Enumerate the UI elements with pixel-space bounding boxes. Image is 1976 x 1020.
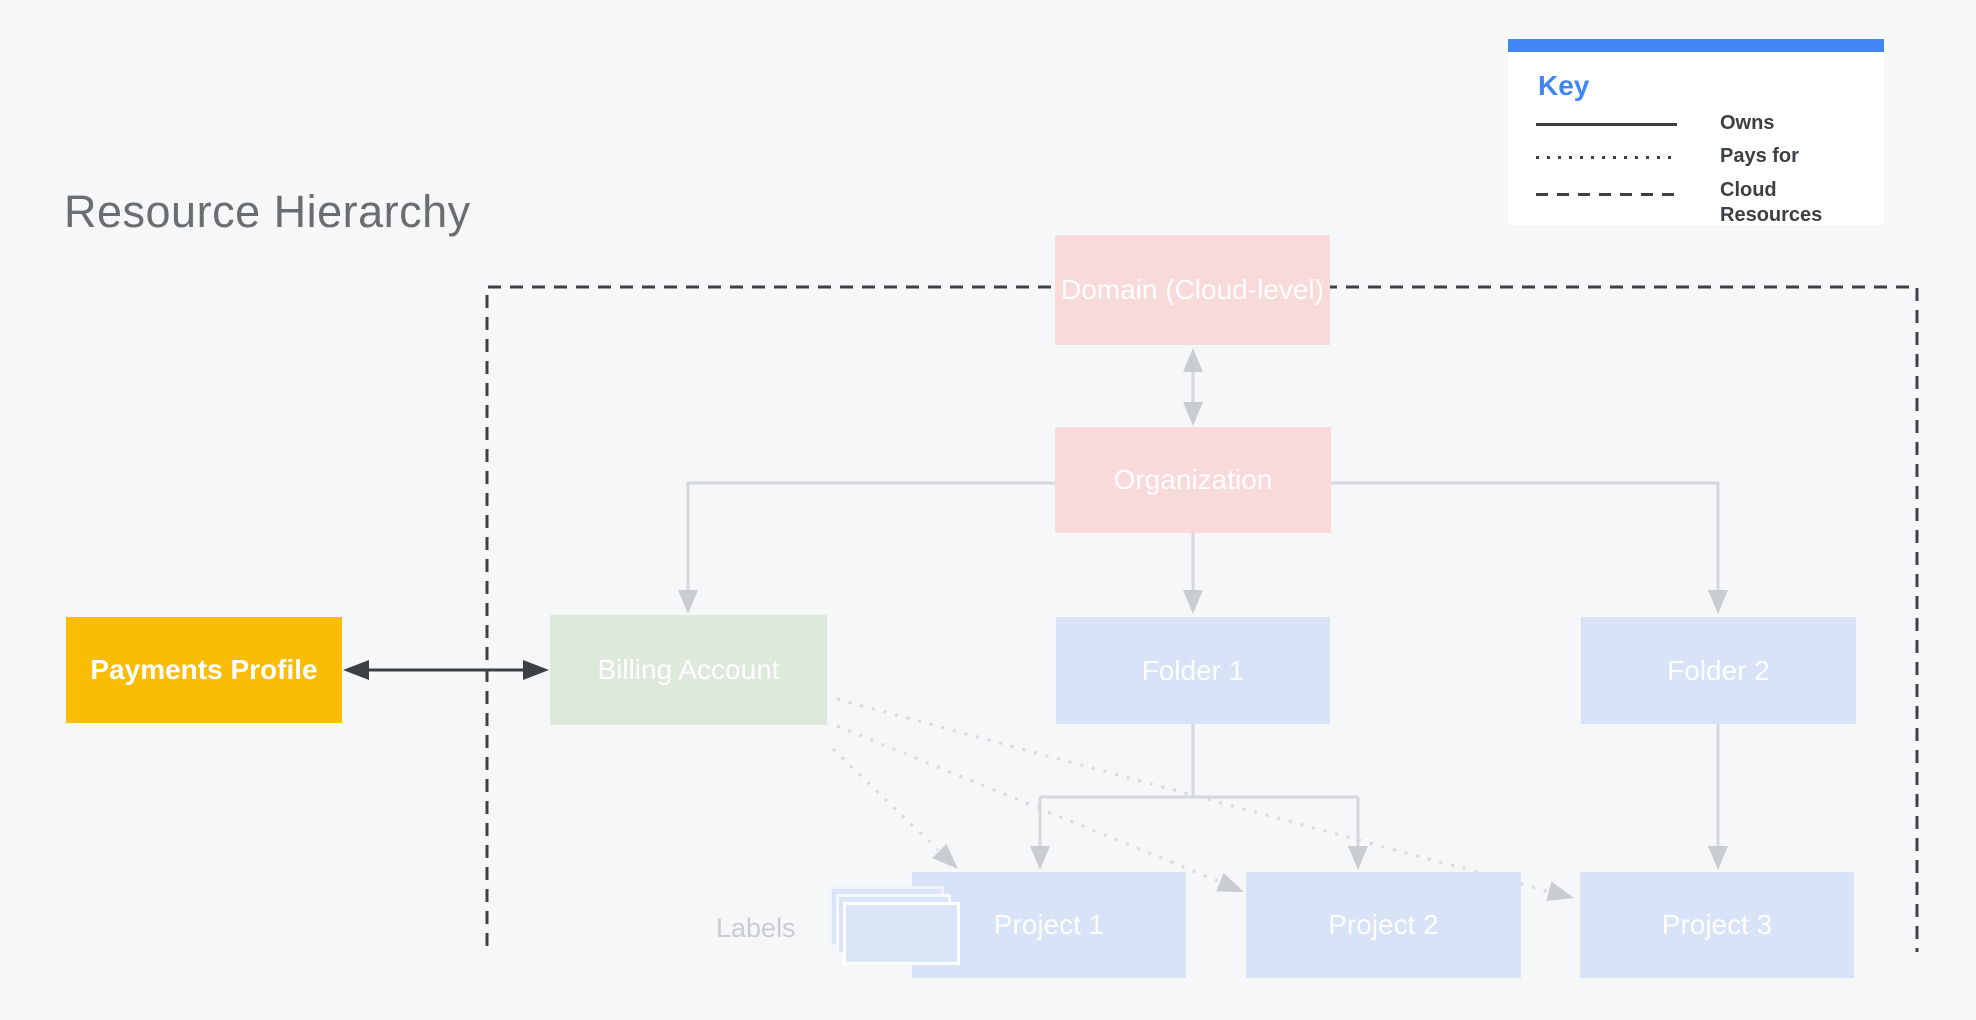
pays-project3-line bbox=[836, 697, 1548, 893]
arrowhead-down-organization bbox=[1183, 402, 1203, 426]
pays-arrowhead-project1 bbox=[932, 843, 958, 869]
labels-stacked-cards-icon bbox=[829, 886, 961, 966]
node-domain: Domain (Cloud-level) bbox=[1055, 235, 1330, 345]
key-body: Key Owns Pays for Cloud Resources bbox=[1508, 52, 1884, 226]
node-folder-1: Folder 1 bbox=[1056, 617, 1330, 724]
arrowhead-billing bbox=[678, 590, 698, 614]
organization-billing-line bbox=[686, 481, 1055, 600]
arrowhead-project3 bbox=[1708, 846, 1728, 870]
pays-for-arrowheads bbox=[932, 843, 1574, 901]
node-folder-2: Folder 2 bbox=[1581, 617, 1856, 724]
label-card-front bbox=[843, 902, 960, 965]
owns-arrowheads bbox=[678, 348, 1728, 870]
arrowhead-left-payments bbox=[343, 660, 369, 680]
legend-label-pays-for: Pays for bbox=[1720, 145, 1799, 167]
pays-arrowhead-project3 bbox=[1546, 881, 1574, 901]
payments-billing-connector bbox=[343, 660, 549, 680]
page-title: Resource Hierarchy bbox=[64, 186, 471, 237]
node-organization: Organization bbox=[1055, 427, 1331, 533]
pays-arrowhead-project2 bbox=[1216, 872, 1244, 892]
pays-project2-line bbox=[836, 724, 1219, 883]
legend-dashed-line-sample bbox=[1536, 193, 1677, 196]
legend-dotted-line-sample bbox=[1536, 156, 1677, 159]
arrowhead-project2 bbox=[1348, 846, 1368, 870]
pays-project1-line bbox=[831, 747, 940, 852]
legend-solid-line-sample bbox=[1536, 123, 1677, 126]
node-project-2: Project 2 bbox=[1246, 872, 1521, 978]
arrowhead-project1 bbox=[1030, 846, 1050, 870]
node-payments-profile: Payments Profile bbox=[66, 617, 342, 723]
pays-for-connectors bbox=[831, 697, 1548, 893]
key-title: Key bbox=[1538, 70, 1590, 101]
folder1-projects-line bbox=[1038, 724, 1360, 856]
arrowhead-right-billing bbox=[523, 660, 549, 680]
labels-caption: Labels bbox=[716, 913, 796, 943]
node-billing-account: Billing Account bbox=[550, 615, 827, 725]
key-legend: Key Owns Pays for Cloud Resources bbox=[1508, 39, 1884, 226]
arrowhead-up-domain bbox=[1183, 348, 1203, 372]
node-project-3: Project 3 bbox=[1580, 872, 1854, 978]
legend-label-owns: Owns bbox=[1720, 112, 1775, 134]
key-accent-bar bbox=[1508, 39, 1884, 52]
organization-folder2-line bbox=[1331, 481, 1720, 600]
arrowhead-folder2 bbox=[1708, 590, 1728, 614]
arrowhead-folder1 bbox=[1183, 590, 1203, 614]
legend-label-cloud-resources: Cloud Resources bbox=[1720, 179, 1823, 226]
